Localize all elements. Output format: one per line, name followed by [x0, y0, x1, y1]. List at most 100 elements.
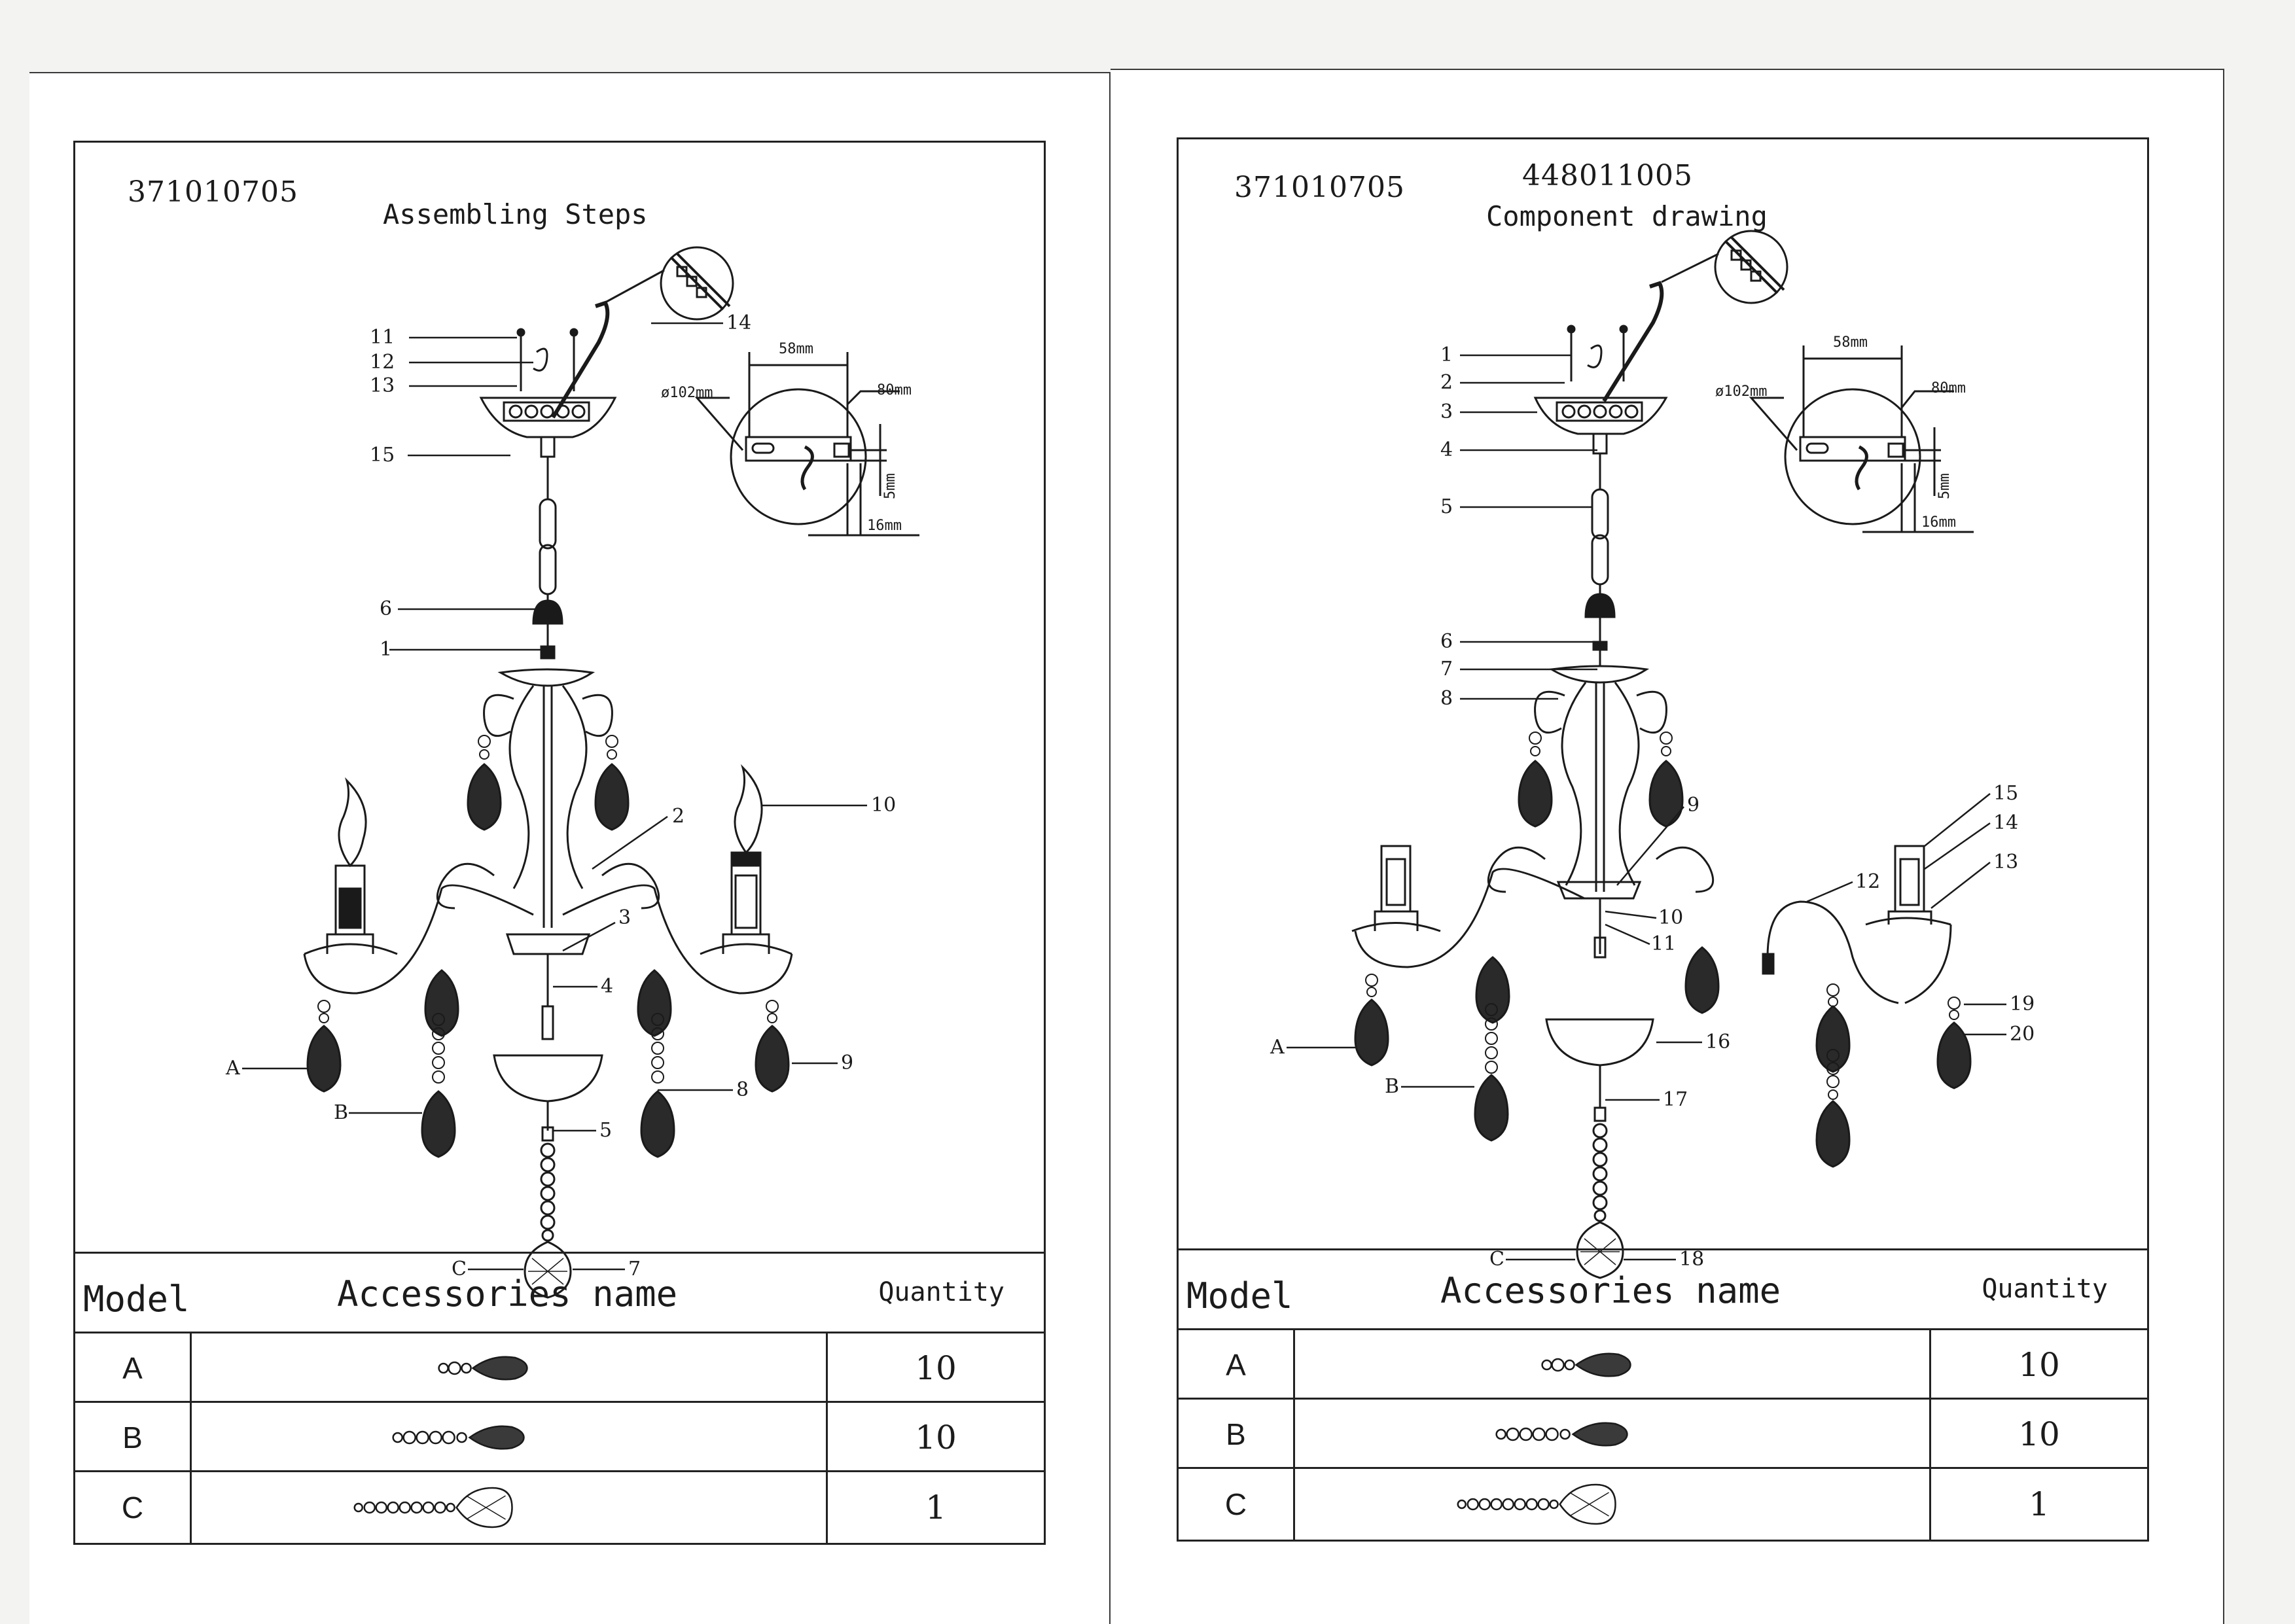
callout-3: 3 [618, 906, 632, 929]
header-accessories-name: Accessories name [337, 1273, 678, 1315]
dim-height: 80mm [877, 382, 912, 398]
callout-14: 14 [1993, 811, 2019, 834]
bottom-crystal-chain [524, 1142, 572, 1299]
dim-offset: 16mm [867, 518, 902, 534]
header-accessories-name: Accessories name [1440, 1270, 1781, 1311]
callout-2: 2 [1440, 371, 1453, 394]
ceiling-canopy [1533, 397, 1668, 455]
header-model: Model [1186, 1275, 1293, 1316]
suspension-chain [532, 457, 563, 660]
chandelier-arms [303, 862, 793, 1040]
callout-8: 8 [1440, 687, 1453, 710]
crystal-a-icon [1295, 1330, 1929, 1400]
callout-1: 1 [1440, 344, 1453, 366]
row-quantity: 10 [1929, 1400, 2147, 1469]
row-model: B [75, 1403, 192, 1472]
dim-diameter: ø102mm [661, 385, 713, 401]
bottom-crystal-chain [1576, 1123, 1624, 1279]
callout-13: 13 [370, 374, 395, 397]
chandelier-component-drawing [1287, 230, 2006, 1279]
callout-20: 20 [2010, 1023, 2035, 1046]
callout-18: 18 [1679, 1248, 1705, 1271]
table-row: B 10 [75, 1401, 1044, 1472]
drop-crystals [1354, 760, 1972, 1168]
chandelier-arms [1354, 846, 1715, 968]
right-candle [700, 764, 792, 955]
callout-1: 1 [380, 638, 393, 661]
dim-small: 5mm [1936, 473, 1953, 499]
header-model: Model [83, 1279, 190, 1320]
callout-A: A [226, 1057, 240, 1080]
callout-19: 19 [2010, 993, 2035, 1015]
power-cable [551, 300, 610, 419]
drop-crystals [306, 763, 790, 1158]
accessories-table-header: Model Accessories name Quantity [75, 1252, 1044, 1333]
callout-13: 13 [1993, 851, 2019, 874]
callout-10: 10 [871, 794, 897, 817]
table-row: A 10 [75, 1332, 1044, 1403]
callout-12: 12 [370, 351, 395, 374]
table-row: A 10 [1179, 1328, 2147, 1400]
crystal-b-icon [192, 1403, 826, 1472]
callout-9: 9 [841, 1051, 854, 1074]
callout-15: 15 [1993, 782, 2019, 805]
callout-6: 6 [1440, 630, 1453, 653]
row-model: C [75, 1472, 192, 1543]
callout-11: 11 [370, 326, 395, 349]
crystal-b-icon [1295, 1400, 1929, 1469]
row-model: C [1179, 1469, 1295, 1540]
callout-leaders [242, 322, 867, 1271]
crystal-hangers [317, 735, 779, 1084]
row-quantity: 10 [826, 1403, 1044, 1472]
callout-5: 5 [599, 1119, 613, 1142]
callout-leaders [1287, 354, 2006, 1261]
mounting-bracket-detail [694, 352, 919, 537]
callout-10: 10 [1658, 906, 1684, 929]
crystal-c-icon [1295, 1469, 1929, 1540]
callout-6: 6 [380, 597, 393, 620]
suspension-chain [1584, 453, 1616, 666]
chandelier-assembly-drawing [242, 246, 919, 1299]
power-cable [1602, 281, 1664, 402]
row-quantity: 10 [826, 1333, 1044, 1403]
central-stem [1534, 665, 1667, 892]
crystal-a-icon [192, 1333, 826, 1403]
bottom-bowl [1545, 1018, 1654, 1122]
row-model: A [1179, 1330, 1295, 1400]
dim-width: 58mm [1833, 334, 1868, 351]
table-row: C 1 [1179, 1467, 2147, 1540]
component-code: 448011005 [1522, 159, 1693, 192]
callout-16: 16 [1705, 1031, 1731, 1053]
mounting-screws [1567, 325, 1628, 381]
dim-width: 58mm [779, 341, 813, 357]
callout-7: 7 [628, 1258, 641, 1280]
mounting-bracket-detail [1749, 345, 1974, 533]
ceiling-canopy [479, 397, 617, 458]
callout-5: 5 [1440, 495, 1453, 518]
callout-15: 15 [370, 444, 395, 467]
dim-height: 80mm [1931, 380, 1966, 397]
callout-A: A [1270, 1036, 1285, 1059]
central-stem [483, 668, 613, 928]
panel-title: Assembling Steps [383, 198, 648, 230]
callout-B: B [1385, 1075, 1400, 1098]
row-model: A [75, 1333, 192, 1403]
crystal-c-icon [192, 1472, 826, 1543]
callout-3: 3 [1440, 400, 1453, 423]
callout-C: C [1489, 1248, 1504, 1271]
detached-arm [1762, 845, 1952, 1004]
header-quantity: Quantity [878, 1277, 1005, 1307]
component-drawing-panel: 371010705 448011005 Component drawing [1177, 137, 2149, 1542]
assembling-steps-panel: 371010705 Assembling Steps [73, 141, 1046, 1545]
panel-title: Component drawing [1486, 200, 1768, 232]
model-number: 371010705 [1234, 171, 1405, 204]
callout-11: 11 [1651, 932, 1677, 955]
callout-2: 2 [672, 805, 685, 828]
callout-9: 9 [1687, 794, 1700, 817]
crystal-hangers [1365, 732, 1961, 1100]
row-quantity: 1 [1929, 1469, 2147, 1540]
left-candle [304, 777, 398, 955]
dim-offset: 16mm [1921, 514, 1956, 531]
row-quantity: 1 [826, 1472, 1044, 1543]
callout-B: B [334, 1101, 349, 1124]
